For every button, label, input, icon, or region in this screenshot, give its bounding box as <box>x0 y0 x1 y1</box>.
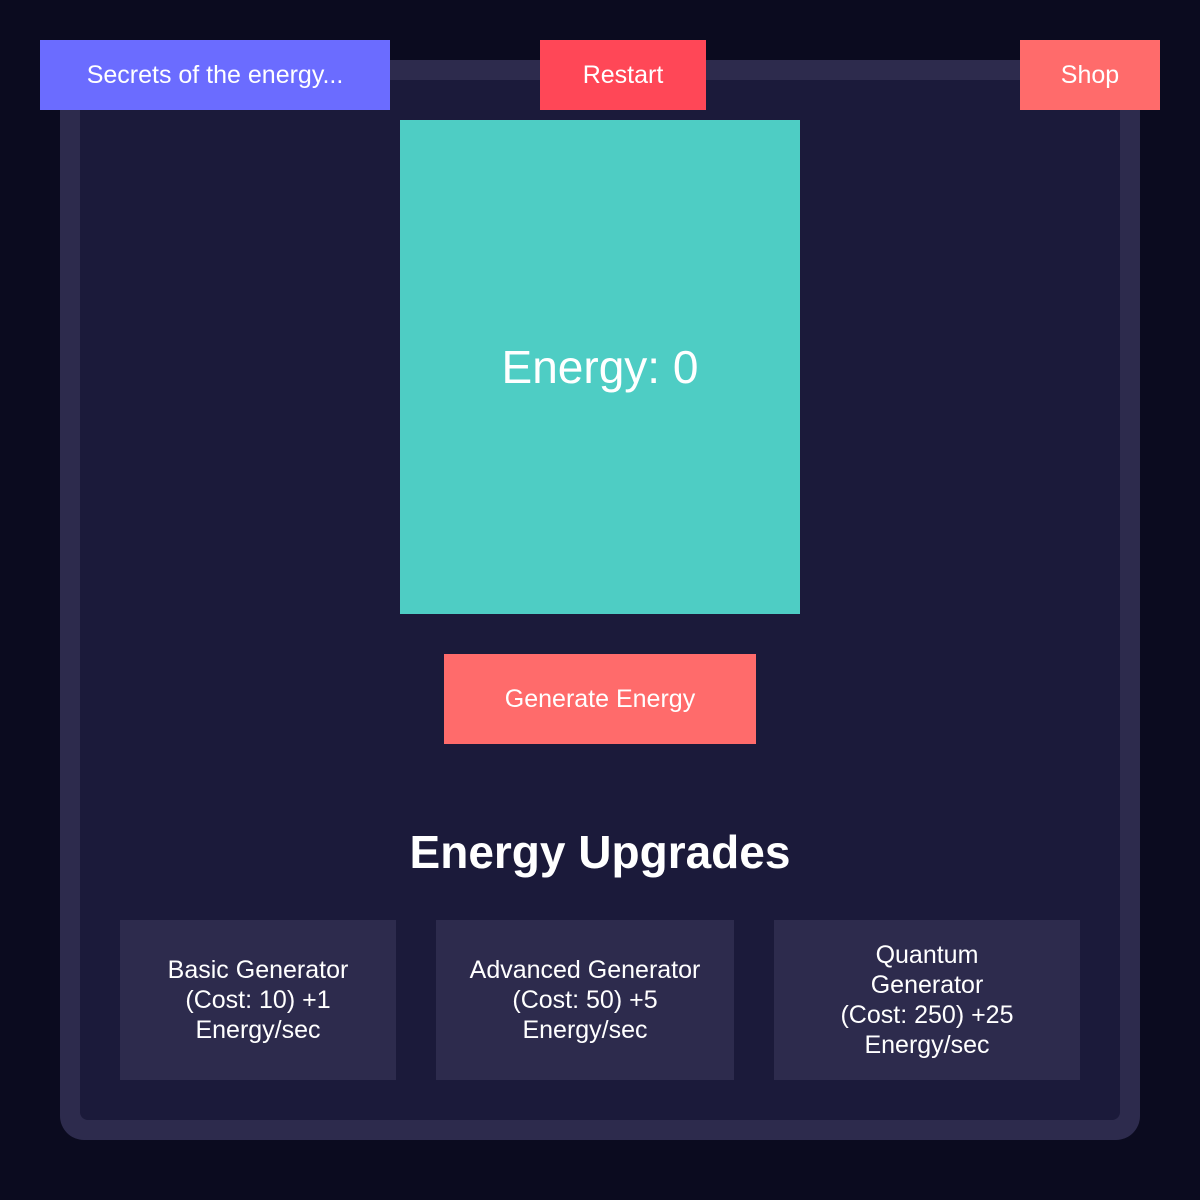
upgrade-quantum-generator[interactable]: Quantum Generator (Cost: 250) +25 Energy… <box>774 920 1080 1080</box>
upgrade-label: Quantum Generator (Cost: 250) +25 Energy… <box>840 941 1014 1059</box>
upgrade-label: Advanced Generator (Cost: 50) +5 Energy/… <box>469 956 701 1044</box>
energy-readout: Energy: 0 <box>502 340 699 394</box>
secrets-button[interactable]: Secrets of the energy... <box>40 40 390 110</box>
generate-energy-button[interactable]: Generate Energy <box>444 654 756 744</box>
restart-button[interactable]: Restart <box>540 40 706 110</box>
energy-display: Energy: 0 <box>400 120 800 614</box>
upgrades-title: Energy Upgrades <box>409 826 791 878</box>
upgrade-basic-generator[interactable]: Basic Generator (Cost: 10) +1 Energy/sec <box>120 920 396 1080</box>
upgrade-label: Basic Generator (Cost: 10) +1 Energy/sec <box>167 956 349 1044</box>
shop-button[interactable]: Shop <box>1020 40 1160 110</box>
energy-label: Energy: <box>501 341 673 393</box>
upgrade-advanced-generator[interactable]: Advanced Generator (Cost: 50) +5 Energy/… <box>436 920 734 1080</box>
energy-value: 0 <box>672 341 699 393</box>
